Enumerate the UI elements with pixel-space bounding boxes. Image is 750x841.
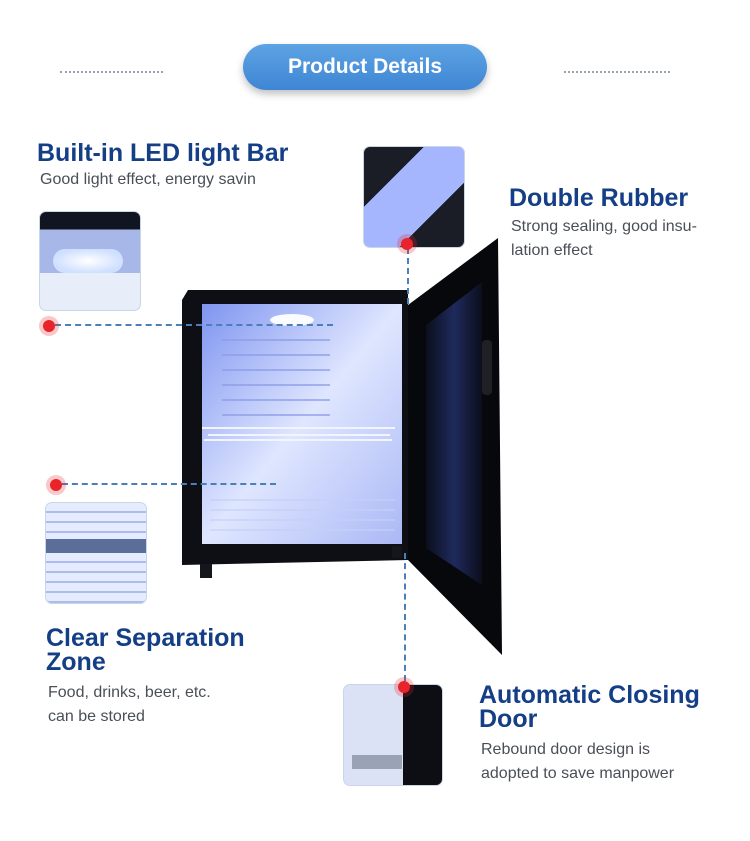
door-feature-description-line2: adopted to save manpower [481,765,675,782]
door-feature-description-line1: Rebound door design is [481,741,651,758]
header-divider-left [60,71,163,73]
rubber-guide-line [407,248,409,304]
rubber-marker [401,238,413,250]
led-guide-line [55,324,333,326]
door-guide-line [404,553,406,681]
led-light-glow [53,249,123,273]
led-feature-title: Built-in LED light Bar [37,139,289,167]
rubber-feature-title: Double Rubber [509,184,689,212]
separation-guide-line [62,483,276,485]
separation-feature-title-line1: Clear Separation [46,624,245,652]
separation-feature-description-line1: Food, drinks, beer, etc. [48,684,211,701]
door-rubber-closeup-image [363,146,465,248]
separation-feature-description-line2: can be stored [48,708,145,725]
product-details-badge: Product Details [243,44,487,90]
led-marker [43,320,55,332]
rubber-feature-description-line1: Strong sealing, good insu- [511,218,697,235]
header-divider-right [564,71,670,73]
separation-marker [50,479,62,491]
door-feature-title-line1: Automatic Closing [479,681,700,709]
mini-fridge-image [182,238,502,655]
door-hinge [352,755,402,769]
led-feature-description: Good light effect, energy savin [40,171,256,188]
separation-feature-title-line2: Zone [46,648,106,676]
closing-door-closeup-image [343,684,443,786]
led-light-closeup-image [39,211,141,311]
door-marker [398,681,410,693]
door-feature-title-line2: Door [479,705,538,733]
shelf-edge [46,539,146,553]
shelf-closeup-image [45,502,147,604]
rubber-feature-description-line2: lation effect [511,242,593,259]
